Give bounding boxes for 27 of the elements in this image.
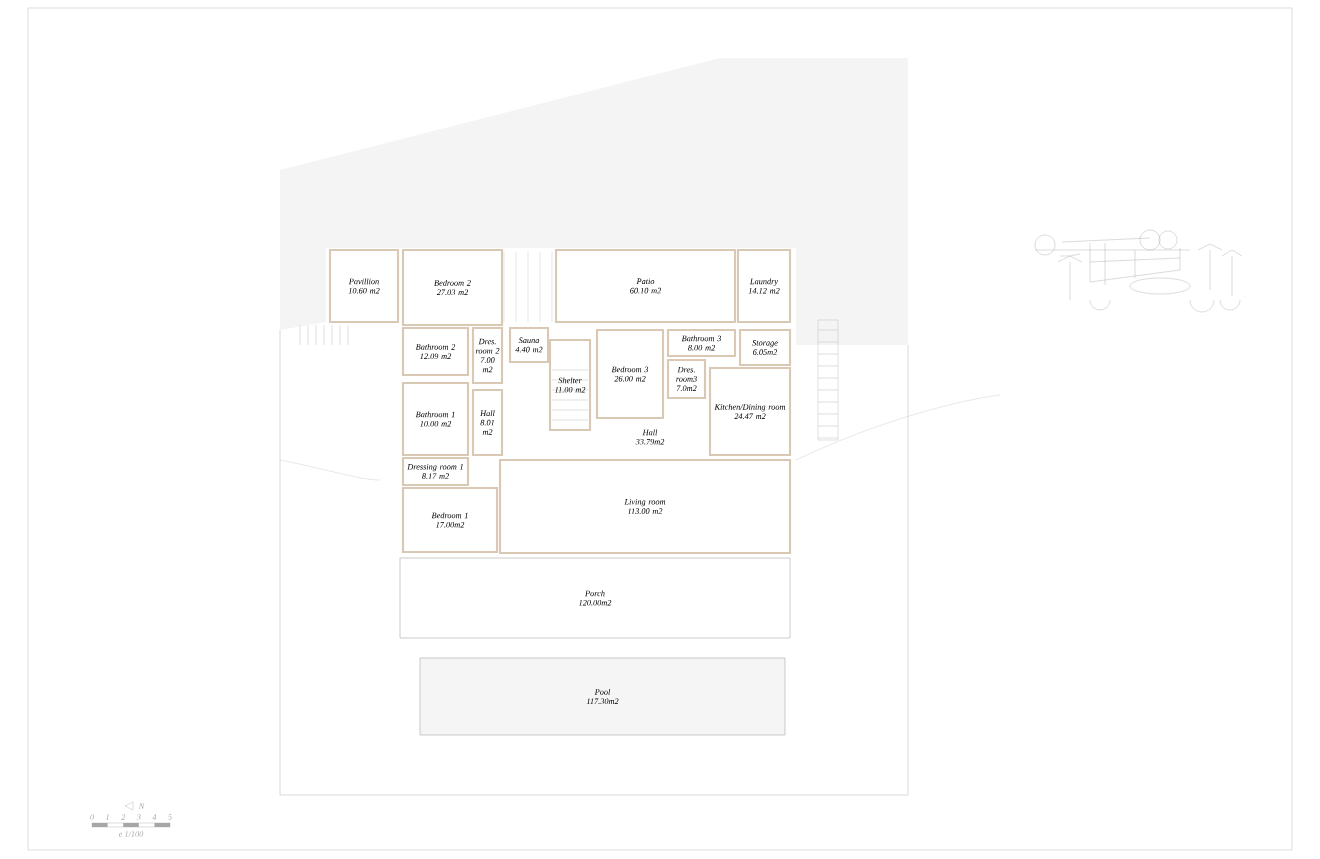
room-outline: Bathroom 2 12.09 m2: [401, 326, 470, 377]
pool-outline: Pool 117.30m2: [419, 657, 786, 736]
room-outline: Bedroom 3 26.00 m2: [595, 328, 665, 420]
room-outline: Dressing room 1 8.17 m2: [401, 456, 470, 487]
room-outline: Laundry 14.12 m2: [736, 248, 792, 324]
room-outline: Sauna 4.40 m2: [508, 326, 550, 364]
scale-label: e 1/100: [119, 831, 144, 837]
room-outline: Dres. room3 7.0m2: [666, 358, 707, 400]
room-outline: Shelter 11.00 m2: [548, 338, 592, 432]
room-outline: Pavillion 10.60 m2: [328, 248, 400, 324]
room-outline: Bathroom 1 10.00 m2: [401, 381, 470, 457]
room-outline: Bedroom 1 17.00m2: [401, 486, 499, 554]
scale-number: 4: [152, 814, 157, 820]
room-label: Hall 33.79m2: [635, 429, 665, 445]
scale-number: 1: [105, 814, 109, 820]
room-outline: Bathroom 3 8.00 m2: [666, 328, 737, 358]
room-outline: Hall 8.01 m2: [471, 388, 504, 457]
room-outline: Living room 113.00 m2: [498, 458, 792, 555]
scale-number: 2: [121, 814, 126, 820]
room-outline: Kitchen/Dining room 24.47 m2: [708, 366, 792, 457]
room-outline: Patio 60.10 m2: [554, 248, 737, 324]
porch-outline: Porch 120.00m2: [399, 557, 791, 639]
room-outline: Storage 6.05m2: [738, 328, 792, 367]
scale-number: 0: [90, 814, 94, 820]
room-outline: Bedroom 2 27.03 m2: [401, 248, 504, 327]
room-outline: Dres. room 2 7.00 m2: [471, 326, 504, 385]
north-label: N: [138, 803, 145, 809]
